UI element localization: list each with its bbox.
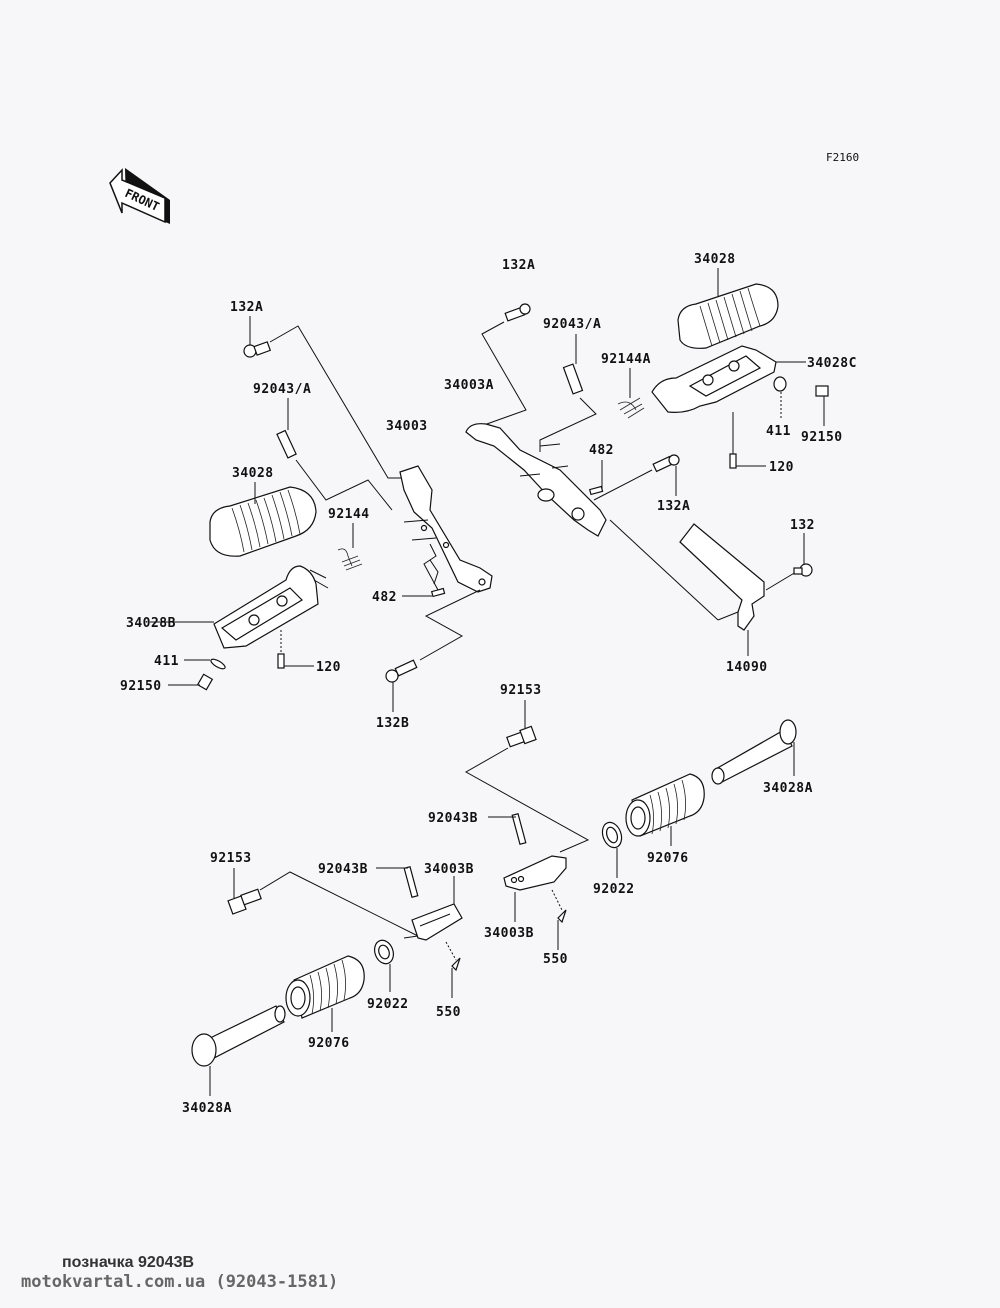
bracket-34003 xyxy=(399,465,493,593)
pin-550-right xyxy=(551,889,567,950)
rubber-92076-right xyxy=(625,773,705,846)
label-92043b-left: 92043B xyxy=(318,862,368,877)
washer-92022-right xyxy=(601,821,623,878)
caption: позначка 92043B xyxy=(62,1254,195,1271)
label-411-right: 411 xyxy=(766,424,791,439)
bolt-132a-top xyxy=(469,303,531,431)
bolt-92153-left xyxy=(227,868,420,939)
label-34028-right: 34028 xyxy=(694,252,736,267)
label-92076-right: 92076 xyxy=(647,851,689,866)
cover-14090 xyxy=(609,519,797,656)
bolt-120-right xyxy=(729,412,766,469)
front-arrow-icon: FRONT xyxy=(109,168,170,224)
pin-550-left xyxy=(445,941,461,998)
label-120-right: 120 xyxy=(769,460,794,475)
pin-92043a-left xyxy=(276,398,393,511)
bolt-132b xyxy=(385,589,481,712)
label-132: 132 xyxy=(790,518,815,533)
label-482-right: 482 xyxy=(589,443,614,458)
label-14090: 14090 xyxy=(726,660,768,675)
label-92043a-right: 92043/A xyxy=(543,317,601,332)
label-120-left: 120 xyxy=(316,660,341,675)
label-34028-left: 34028 xyxy=(232,466,274,481)
label-550-left: 550 xyxy=(436,1005,461,1020)
bolt-92150-right xyxy=(815,385,829,426)
label-92076-left: 92076 xyxy=(308,1036,350,1051)
label-92144a: 92144A xyxy=(601,352,651,367)
label-92153-right: 92153 xyxy=(500,683,542,698)
label-92043b-right: 92043B xyxy=(428,811,478,826)
pin-92043b-right xyxy=(488,812,527,846)
label-411-left: 411 xyxy=(154,654,179,669)
label-34028c: 34028C xyxy=(807,356,857,371)
bolt-132 xyxy=(793,533,813,577)
watermark: motokvartal.com.ua (92043-1581) xyxy=(21,1272,339,1292)
bolt-92150-left xyxy=(168,673,214,691)
clevis-34003b-left xyxy=(411,876,463,941)
washer-411-left xyxy=(184,658,226,670)
label-550-right: 550 xyxy=(543,952,568,967)
label-132a-left: 132A xyxy=(230,300,263,315)
bolt-132a-left xyxy=(243,316,419,479)
bolt-92153-right xyxy=(464,700,590,853)
peg-34028a-right xyxy=(711,719,797,785)
label-34003a: 34003A xyxy=(444,378,494,393)
label-34028a-left: 34028A xyxy=(182,1101,232,1116)
footrest-34028b xyxy=(150,565,329,649)
rubber-34028-left xyxy=(209,482,317,557)
figure-code: F2160 xyxy=(826,151,859,164)
label-92144: 92144 xyxy=(328,507,370,522)
pin-92043b-left xyxy=(376,865,419,899)
peg-34028a-left xyxy=(191,1005,286,1096)
bracket-34003a xyxy=(465,423,607,537)
rubber-92076-left xyxy=(285,955,365,1032)
spring-92144 xyxy=(337,523,363,571)
label-34003: 34003 xyxy=(386,419,428,434)
label-34003b-right: 34003B xyxy=(484,926,534,941)
spring-92144a xyxy=(617,368,645,419)
label-34003b-left: 34003B xyxy=(424,862,474,877)
pin-482-right xyxy=(588,460,604,496)
washer-411-right xyxy=(773,376,787,420)
clevis-34003b-right xyxy=(503,855,567,922)
footrest-34028c xyxy=(651,345,806,413)
label-92043a-left: 92043/A xyxy=(253,382,311,397)
label-132a-mid: 132A xyxy=(657,499,690,514)
bolt-120-left xyxy=(277,630,314,669)
bolt-132a-mid xyxy=(593,454,680,501)
label-482-left: 482 xyxy=(372,590,397,605)
rubber-34028-right xyxy=(677,268,779,349)
label-92153-left: 92153 xyxy=(210,851,252,866)
washer-92022-left xyxy=(373,939,395,992)
pin-92043a-right xyxy=(539,334,597,452)
label-92150-left: 92150 xyxy=(120,679,162,694)
label-34028b: 34028B xyxy=(126,616,176,631)
pin-482-left xyxy=(402,543,446,598)
label-92150-right: 92150 xyxy=(801,430,843,445)
label-92022-left: 92022 xyxy=(367,997,409,1012)
label-132a-top: 132A xyxy=(502,258,535,273)
label-34028a-right: 34028A xyxy=(763,781,813,796)
label-132b: 132B xyxy=(376,716,409,731)
label-92022-right: 92022 xyxy=(593,882,635,897)
